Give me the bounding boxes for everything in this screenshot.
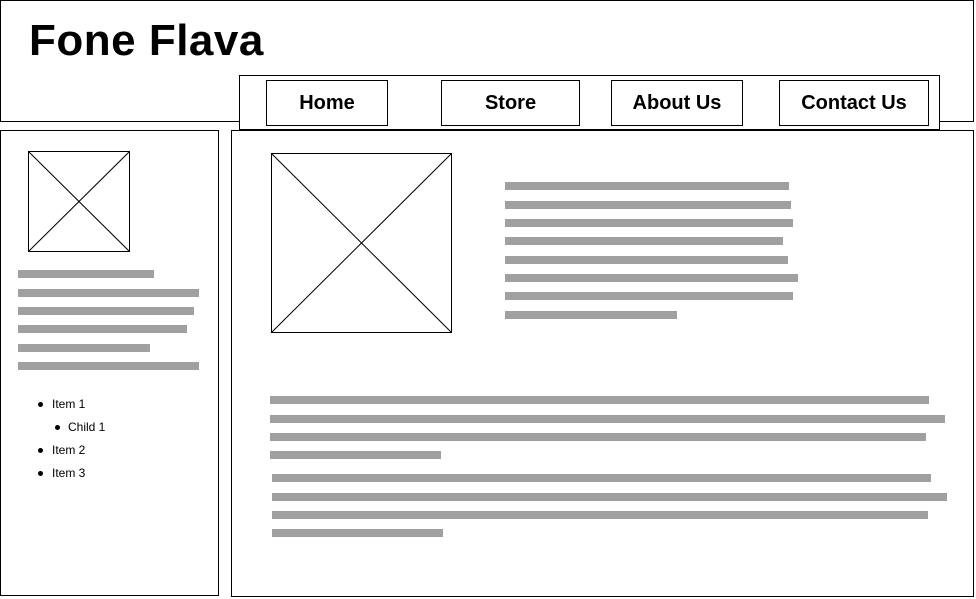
list-item-label: Item 3	[52, 466, 86, 480]
paragraph-text-line	[272, 511, 928, 519]
list-item-label: Item 1	[52, 397, 86, 411]
list-item-label: Child 1	[68, 420, 106, 434]
paragraph-text-line	[272, 493, 947, 501]
main-text-line	[505, 311, 677, 319]
site-title: Fone Flava	[29, 16, 264, 65]
list-item[interactable]: Item 2	[38, 443, 85, 457]
paragraph-text-line	[272, 474, 931, 482]
bullet-icon	[38, 448, 43, 453]
sidebar-text-line	[18, 307, 194, 315]
nav-contact-us-button[interactable]: Contact Us	[779, 80, 929, 126]
sidebar-text-line	[18, 325, 187, 333]
paragraph-text-line	[270, 451, 441, 459]
main-text-line	[505, 182, 789, 190]
main-content	[231, 130, 974, 597]
paragraph-text-line	[270, 415, 945, 423]
nav-store-button[interactable]: Store	[441, 80, 580, 126]
main-text-line	[505, 256, 788, 264]
sidebar-text-line	[18, 362, 199, 370]
sidebar-text-line	[18, 344, 150, 352]
image-placeholder-icon	[272, 154, 451, 332]
paragraph-text-line	[272, 529, 443, 537]
main-nav: Home Store About Us Contact Us	[239, 75, 940, 130]
nav-home-button[interactable]: Home	[266, 80, 388, 126]
main-image-placeholder	[271, 153, 452, 333]
sidebar-text-line	[18, 270, 154, 278]
bullet-icon	[38, 402, 43, 407]
bullet-icon	[55, 425, 60, 430]
list-item-label: Item 2	[52, 443, 86, 457]
main-text-line	[505, 237, 783, 245]
image-placeholder-icon	[29, 152, 129, 251]
main-text-line	[505, 219, 793, 227]
list-item-child[interactable]: Child 1	[55, 420, 105, 434]
main-text-line	[505, 292, 793, 300]
bullet-icon	[38, 471, 43, 476]
main-text-line	[505, 201, 791, 209]
list-item[interactable]: Item 3	[38, 466, 85, 480]
nav-about-us-button[interactable]: About Us	[611, 80, 743, 126]
main-text-line	[505, 274, 798, 282]
sidebar: Item 1 Child 1 Item 2 Item 3	[0, 130, 219, 596]
paragraph-text-line	[270, 433, 926, 441]
list-item[interactable]: Item 1	[38, 397, 85, 411]
sidebar-image-placeholder	[28, 151, 130, 252]
paragraph-text-line	[270, 396, 929, 404]
sidebar-text-line	[18, 289, 199, 297]
